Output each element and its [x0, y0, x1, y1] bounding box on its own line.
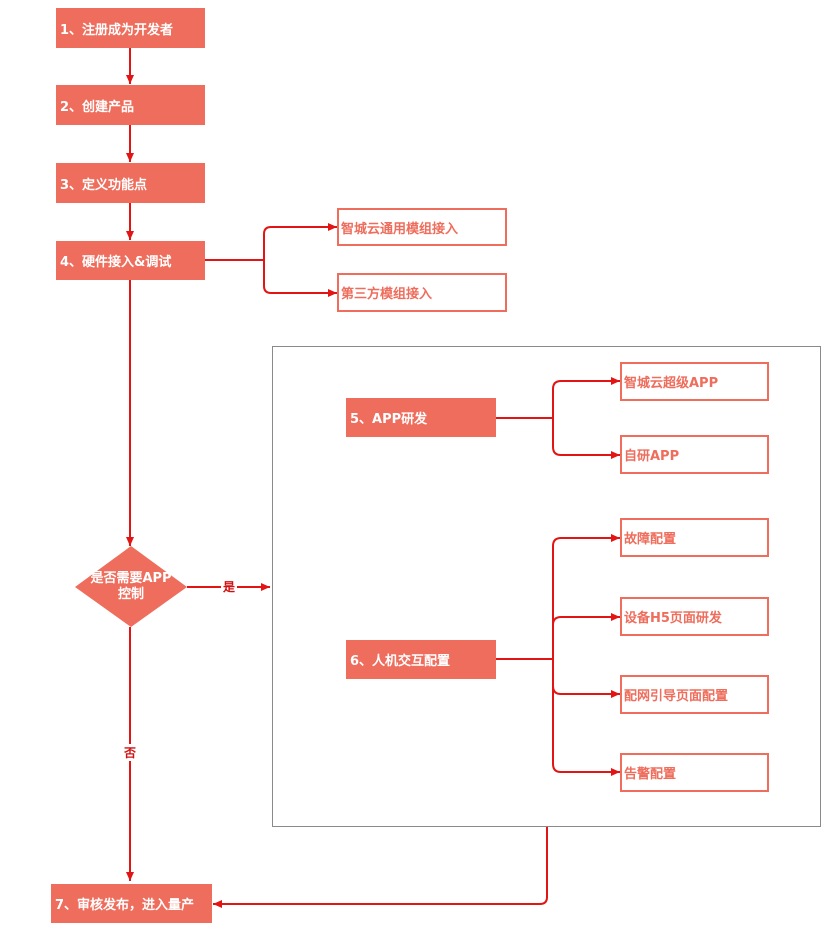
step-hardware[interactable]: 4、硬件接入&调试	[56, 241, 205, 280]
option-common-module[interactable]: 智城云通用模组接入	[337, 208, 507, 246]
app-branch-top	[552, 377, 620, 418]
no-label: 否	[122, 744, 139, 761]
hardware-branch-bottom	[263, 260, 337, 297]
step-register[interactable]: 1、注册成为开发者	[56, 8, 205, 48]
hmi-branch-1	[552, 534, 620, 659]
decision-diamond	[75, 546, 187, 627]
option-network-guide-config[interactable]: 配网引导页面配置	[620, 675, 769, 714]
step-release[interactable]: 7、审核发布，进入量产	[51, 884, 212, 923]
hmi-branch-2	[552, 613, 620, 659]
app-control-group	[272, 346, 821, 827]
decision-label: 是否需要APP 控制	[75, 571, 187, 603]
option-h5-page-dev[interactable]: 设备H5页面研发	[620, 597, 769, 636]
hmi-branch-4	[552, 659, 620, 776]
option-own-app[interactable]: 自研APP	[620, 435, 769, 474]
arrow-group-to-release	[213, 827, 548, 908]
decision-line-1: 是否需要APP	[90, 571, 172, 586]
step-define-points[interactable]: 3、定义功能点	[56, 163, 205, 203]
option-alarm-config[interactable]: 告警配置	[620, 753, 769, 792]
option-super-app[interactable]: 智城云超级APP	[620, 362, 769, 401]
decision-line-2: 控制	[117, 587, 144, 602]
step-hmi-config[interactable]: 6、人机交互配置	[346, 640, 496, 679]
yes-label: 是	[221, 578, 238, 595]
hardware-branch-top	[263, 223, 337, 260]
option-third-party-module[interactable]: 第三方模组接入	[337, 273, 507, 312]
step-app-dev[interactable]: 5、APP研发	[346, 398, 496, 437]
app-branch-bottom	[552, 418, 620, 459]
option-fault-config[interactable]: 故障配置	[620, 518, 769, 557]
step-create-product[interactable]: 2、创建产品	[56, 85, 205, 125]
